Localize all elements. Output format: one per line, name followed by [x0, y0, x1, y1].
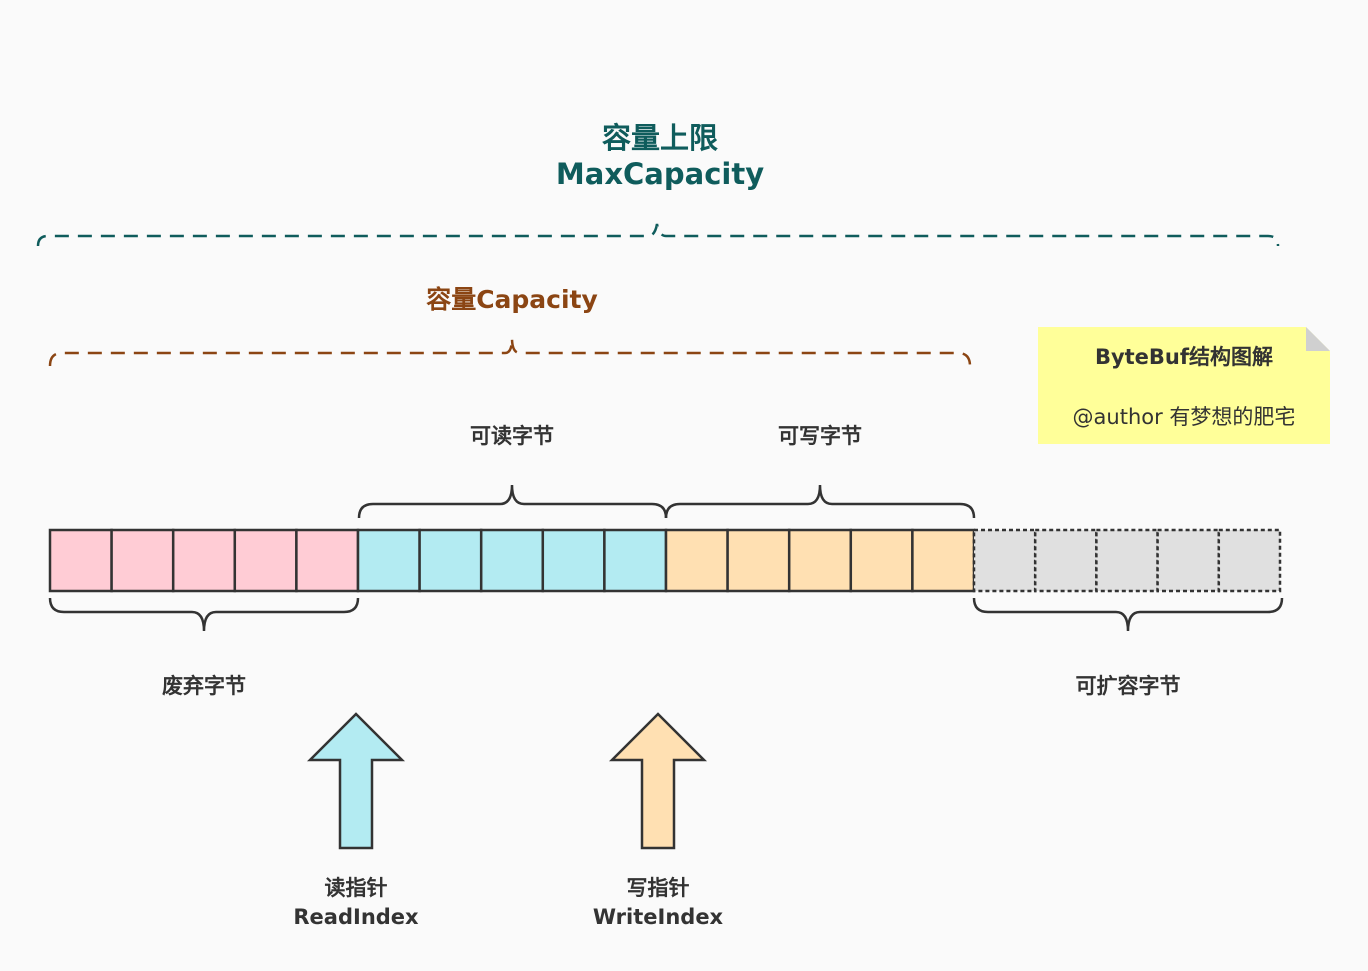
- cell-discarded: [48, 528, 113, 593]
- cell-readable: [603, 528, 668, 593]
- write-pointer-arrow: [608, 712, 708, 850]
- write-pointer-line1: 写指针: [626, 876, 690, 900]
- capacity-label: 容量Capacity: [426, 285, 598, 314]
- cell-discarded: [110, 528, 175, 593]
- discarded-brace: [48, 597, 360, 632]
- cell-discarded: [295, 528, 360, 593]
- write-pointer-label: 写指针 WriteIndex: [558, 874, 758, 932]
- cell-expandable: [1033, 528, 1098, 593]
- discarded-bytes-label: 废弃字节: [162, 674, 246, 698]
- cell-readable: [418, 528, 483, 593]
- writable-bytes-label: 可写字节: [778, 424, 862, 448]
- read-pointer-line2: ReadIndex: [293, 905, 419, 929]
- cell-writable: [849, 528, 914, 593]
- cell-readable: [541, 528, 606, 593]
- cell-discarded: [171, 528, 237, 593]
- cells-readable: [356, 528, 668, 593]
- note-author: @author 有梦想的肥宅: [1072, 405, 1296, 429]
- read-pointer-line1: 读指针: [324, 876, 388, 900]
- expandable-bytes-label: 可扩容字节: [1075, 674, 1181, 698]
- max-capacity-line1: 容量上限: [601, 121, 718, 155]
- read-pointer-label: 读指针 ReadIndex: [256, 874, 456, 932]
- cell-expandable: [1156, 528, 1221, 593]
- cell-writable: [726, 528, 791, 593]
- cell-writable: [911, 528, 976, 593]
- expandable-brace: [972, 597, 1284, 632]
- cells-discarded: [48, 528, 360, 593]
- cells-writable: [664, 528, 976, 593]
- cell-expandable: [1217, 528, 1282, 593]
- max-capacity-label: 容量上限 MaxCapacity: [510, 120, 810, 192]
- cell-writable: [787, 528, 853, 593]
- sticky-note: ByteBuf结构图解 @author 有梦想的肥宅: [1038, 327, 1330, 444]
- cells-expandable: [972, 528, 1282, 593]
- note-title: ByteBuf结构图解: [1094, 345, 1274, 369]
- max-capacity-line2: MaxCapacity: [555, 157, 765, 191]
- cell-expandable: [972, 528, 1037, 593]
- cell-expandable: [1095, 528, 1159, 593]
- readable-bytes-label: 可读字节: [470, 424, 554, 448]
- capacity-brace: [48, 337, 972, 367]
- readable-brace: [357, 484, 668, 519]
- cell-writable: [664, 528, 729, 593]
- max-capacity-brace: [36, 223, 1280, 247]
- cell-discarded: [233, 528, 298, 593]
- write-pointer-line2: WriteIndex: [592, 905, 724, 929]
- writable-brace: [664, 484, 976, 519]
- cell-readable: [356, 528, 421, 593]
- read-pointer-arrow: [306, 712, 406, 850]
- cell-readable: [479, 528, 545, 593]
